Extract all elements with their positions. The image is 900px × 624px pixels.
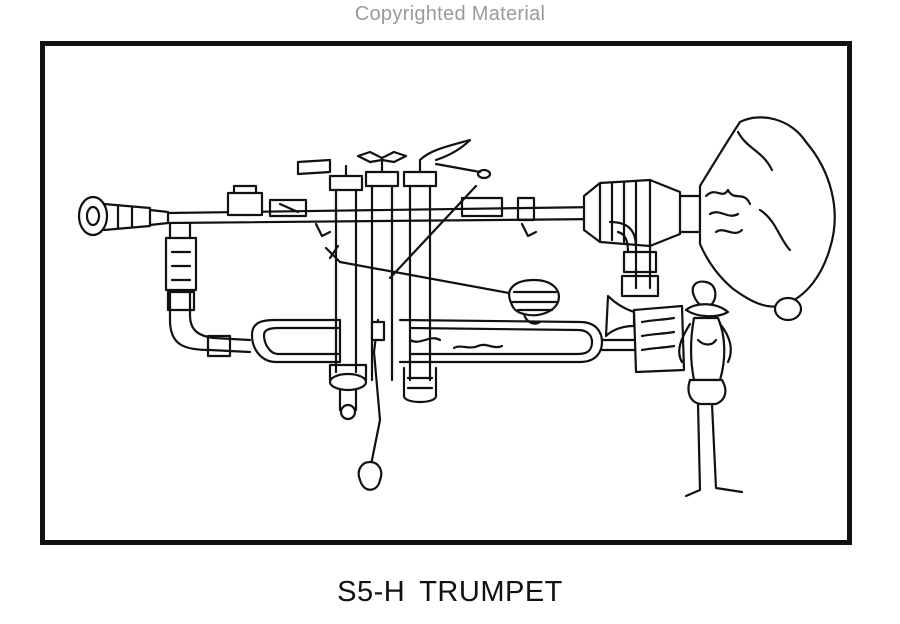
trumpet-illustration [77, 116, 836, 498]
mouthpiece [77, 195, 170, 237]
company-sign [632, 304, 686, 374]
small-horn [604, 294, 636, 338]
left-crook [164, 222, 252, 358]
figure [678, 280, 744, 498]
bulb-brush [508, 278, 560, 325]
lower-loop [250, 318, 638, 364]
caption-title: S5-H TRUMPET [337, 576, 563, 608]
pull-cord [324, 184, 522, 491]
bell [582, 116, 836, 322]
lead-pipe [166, 184, 602, 238]
right-crook [608, 220, 660, 298]
copyright-watermark: Copyrighted Material [354, 3, 546, 25]
illustration-frame [40, 41, 852, 545]
valves [296, 138, 492, 421]
loop-label [452, 343, 504, 350]
